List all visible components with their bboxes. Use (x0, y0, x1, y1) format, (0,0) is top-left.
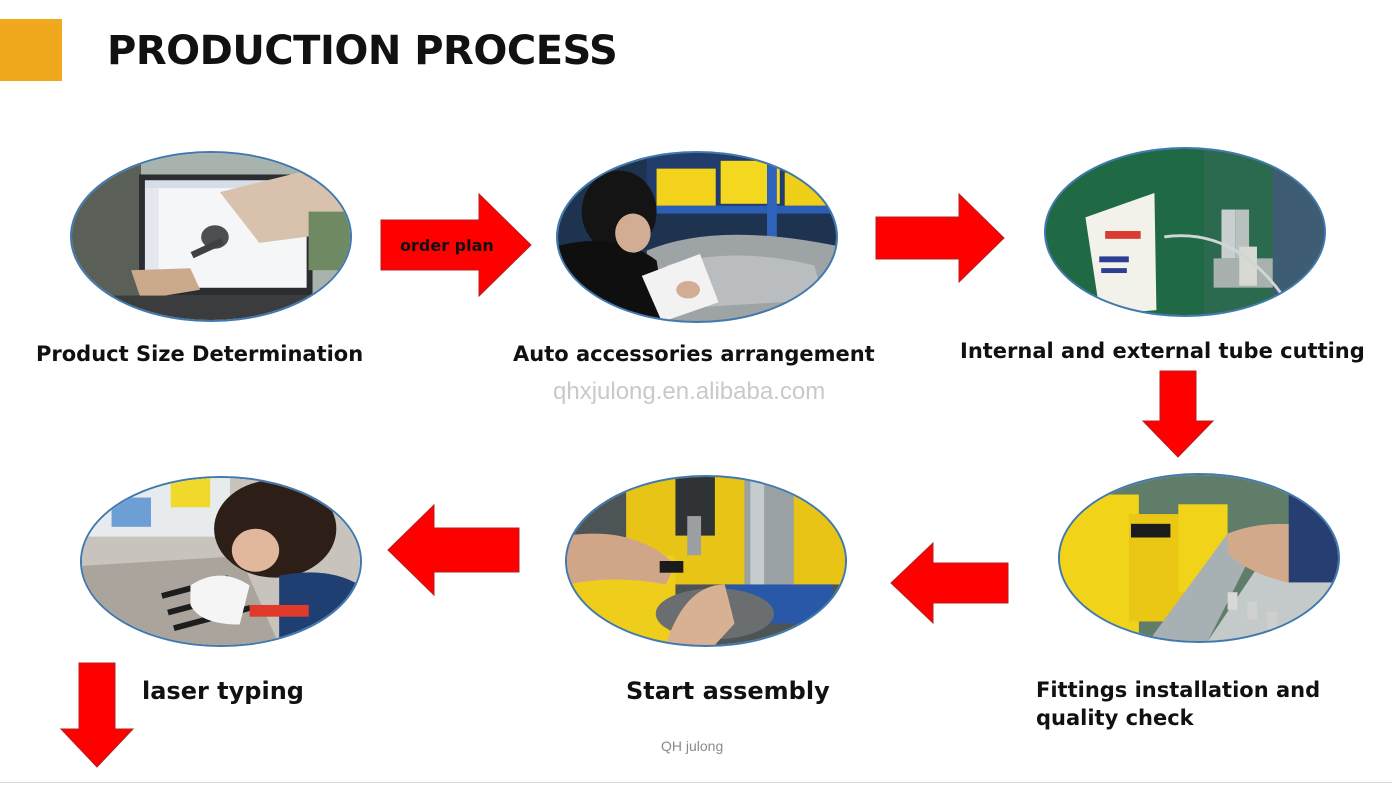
step-label-internal-external-tube-cutting: Internal and external tube cutting (960, 339, 1365, 363)
arrow-right-2 (876, 194, 1004, 282)
auto-accessories-arrangement-photo (556, 151, 838, 323)
footer-text: QH julong (661, 738, 723, 754)
laser-typing-photo (80, 476, 362, 647)
start-assembly-photo (565, 475, 847, 647)
title-accent-square (0, 19, 62, 81)
watermark-text: qhxjulong.en.alibaba.com (553, 378, 825, 406)
step-label-fittings-installation-line1: Fittings installation and (1036, 678, 1320, 702)
page-title: PRODUCTION PROCESS (107, 28, 617, 74)
step-label-product-size-determination: Product Size Determination (36, 342, 363, 366)
arrow-label-order-plan: order plan (400, 236, 494, 255)
arrow-down-2 (61, 663, 133, 767)
arrow-left-1 (891, 543, 1008, 623)
step-label-fittings-installation-line2: quality check (1036, 706, 1194, 730)
arrow-left-2 (388, 505, 519, 595)
bottom-divider (0, 782, 1392, 783)
step-label-auto-accessories-arrangement: Auto accessories arrangement (513, 342, 875, 366)
tube-cutting-photo (1044, 147, 1326, 317)
product-size-determination-photo (70, 151, 352, 322)
arrow-down-1 (1143, 371, 1213, 457)
step-label-laser-typing: laser typing (142, 677, 304, 705)
step-label-start-assembly: Start assembly (626, 677, 830, 705)
fittings-installation-photo (1058, 473, 1340, 643)
